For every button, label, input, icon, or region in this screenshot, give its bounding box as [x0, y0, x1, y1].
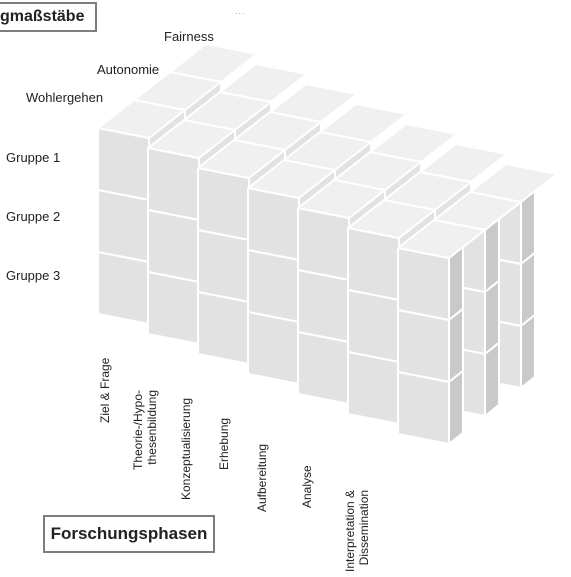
cube-front-face	[247, 311, 300, 385]
cube-side-face	[448, 307, 464, 383]
cube-cell	[347, 199, 436, 301]
phase-label-erhebung: Erhebung	[217, 417, 231, 470]
cube-top-face	[197, 139, 286, 179]
cube-front-face	[397, 247, 450, 321]
cube-cell	[297, 179, 386, 281]
cube-cell	[147, 119, 236, 221]
cube-front-face	[397, 309, 450, 383]
cube-cell	[397, 307, 464, 383]
phase-label-theorie: Theorie-/Hypo- thesenbildung	[131, 389, 159, 470]
cube-top-face	[397, 219, 486, 259]
depth-label-wohlergehen: Wohlergehen	[26, 90, 104, 105]
cube-cell	[247, 311, 300, 385]
cube-front-face	[197, 229, 250, 303]
cube-front-face	[147, 209, 200, 283]
row-label-gruppe-2: Gruppe 2	[6, 209, 61, 224]
cube-front-face	[97, 251, 150, 325]
phase-label-interpretation: Interpretation & Dissemination	[343, 489, 371, 572]
depth-label-autonomie: Autonomie	[97, 62, 160, 77]
cube-side-face	[448, 245, 464, 321]
cube-cell	[97, 189, 150, 263]
cube-cell	[197, 291, 250, 365]
cube-cell	[197, 139, 286, 241]
cube-front-face	[247, 249, 300, 323]
cube-cell	[397, 219, 486, 321]
cube-cell	[297, 269, 350, 343]
cube-front-face	[97, 189, 150, 263]
cube-front-face	[297, 207, 350, 281]
cube-side-face	[520, 189, 536, 265]
cube-cell	[197, 229, 250, 303]
phases-axis-title: Forschungsphasen	[43, 515, 215, 553]
cube-side-face	[484, 217, 500, 293]
cube-side-face	[484, 279, 500, 355]
phase-label-ziel-frage: Ziel & Frage	[98, 357, 112, 423]
cube-front-face	[147, 271, 200, 345]
cube-front-face	[97, 127, 150, 201]
cube-cell	[397, 369, 464, 445]
row-label-gruppe-3: Gruppe 3	[6, 268, 61, 283]
cube-cell	[297, 331, 350, 405]
cube-front-face	[297, 331, 350, 405]
cube-side-face	[520, 251, 536, 327]
phase-label-aufbereitung: Aufbereitung	[255, 443, 269, 512]
cube-front-face	[347, 351, 400, 425]
cube-front-face	[147, 147, 200, 221]
cube-cell	[247, 159, 336, 261]
cube-cell	[147, 271, 200, 345]
cube-front-face	[247, 187, 300, 261]
cube-top-face	[297, 179, 386, 219]
ellipsis-marker: ...	[235, 6, 246, 16]
cube-top-face	[247, 159, 336, 199]
cube-cell	[147, 209, 200, 283]
cube-side-face	[448, 369, 464, 445]
cube-front-face	[347, 227, 400, 301]
cube-cell	[97, 99, 186, 201]
cube-front-face	[297, 269, 350, 343]
cube-top-face	[347, 199, 436, 239]
cube-cell	[247, 249, 300, 323]
cube-top-face	[97, 99, 186, 139]
cube-cell	[347, 351, 400, 425]
cube-front-face	[197, 291, 250, 365]
cube-side-face	[484, 341, 500, 417]
ethics-axis-title: gmaßstäbe	[0, 2, 97, 32]
cube-top-face	[147, 119, 236, 159]
depth-label-fairness: Fairness	[164, 29, 214, 44]
cube-side-face	[520, 313, 536, 389]
phase-label-analyse: Analyse	[300, 465, 314, 508]
cube-front-face	[397, 371, 450, 445]
row-label-gruppe-1: Gruppe 1	[6, 150, 61, 165]
cube-cell	[97, 251, 150, 325]
phase-label-konzeptualisierung: Konzeptualisierung	[179, 397, 193, 500]
cube-cell	[347, 289, 400, 363]
cube-front-face	[347, 289, 400, 363]
cube-front-face	[197, 167, 250, 241]
